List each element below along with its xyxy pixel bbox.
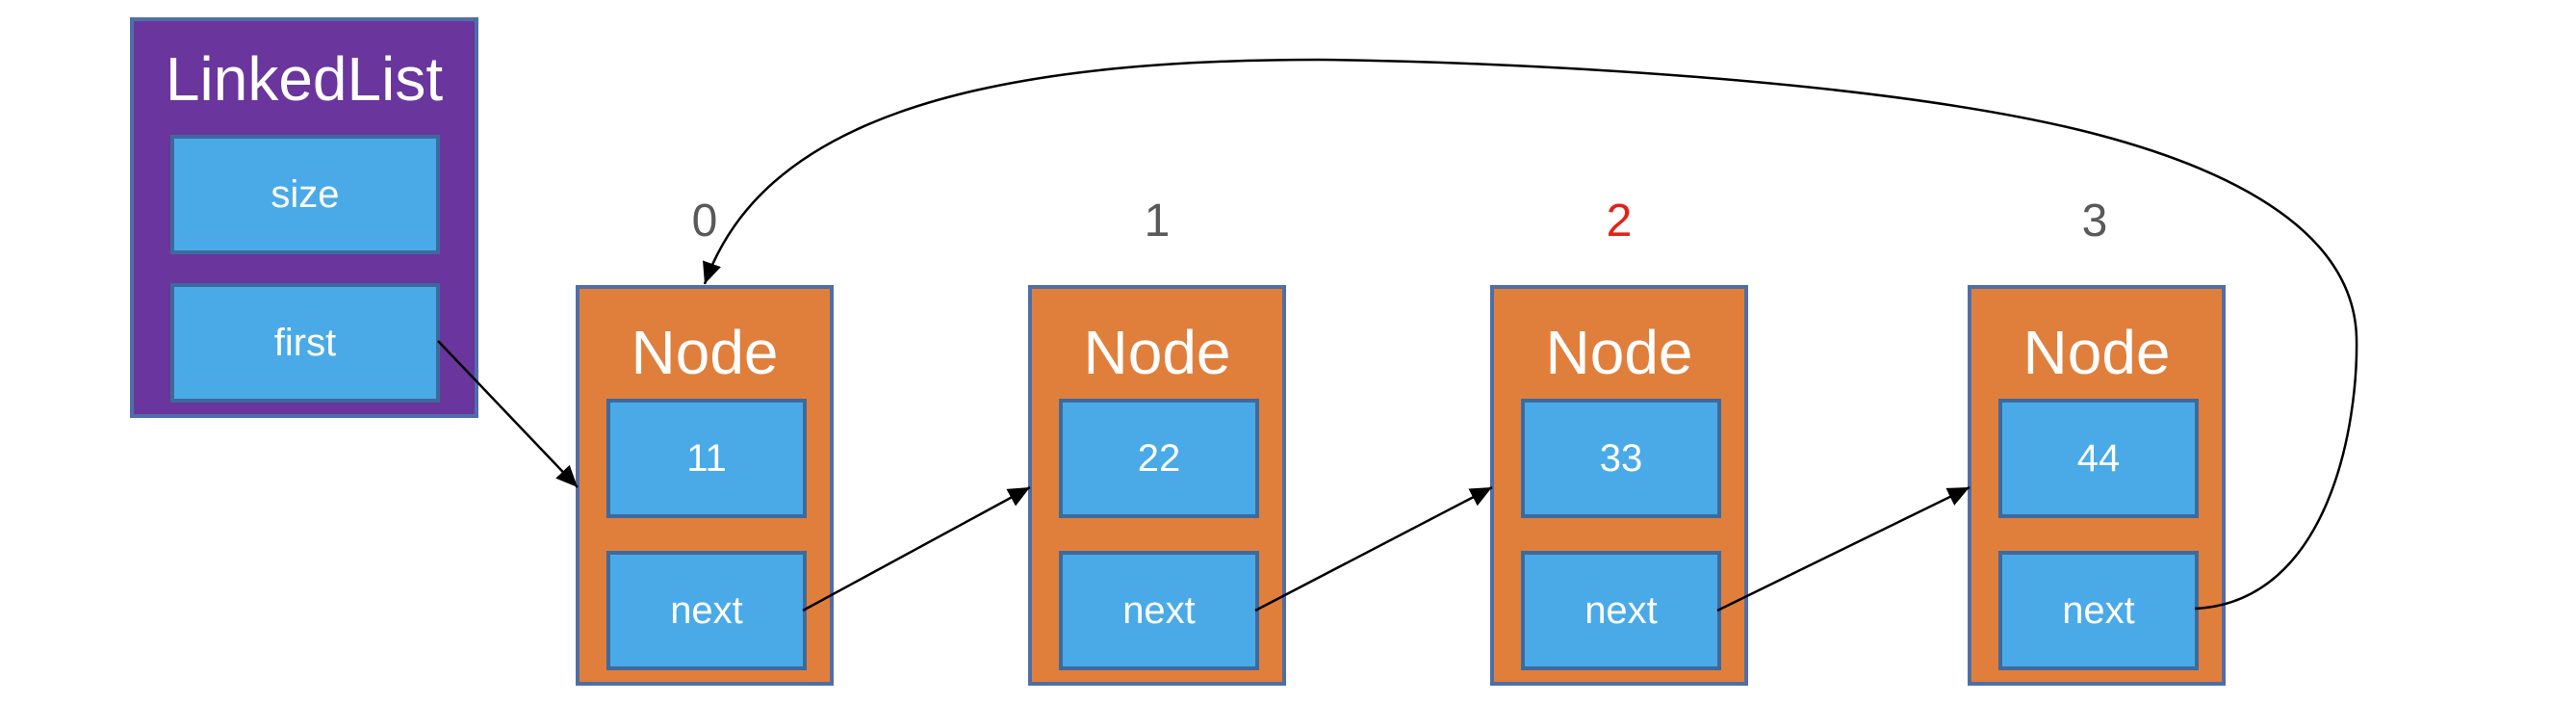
node-next: next <box>606 551 807 670</box>
node-3: Node 44 next <box>1968 285 2226 686</box>
arrow-node-0-to-node-1 <box>802 485 1031 612</box>
node-index-3: 3 <box>2081 195 2108 247</box>
node-value: 33 <box>1521 399 1721 518</box>
node-0: Node 11 next <box>576 285 834 686</box>
node-next: next <box>1998 551 2199 670</box>
node-title: Node <box>1083 318 1231 387</box>
node-title: Node <box>631 318 779 387</box>
linkedlist-box: LinkedList size first <box>130 17 478 418</box>
node-title: Node <box>1545 318 1693 387</box>
node-next: next <box>1521 551 1721 670</box>
node-next: next <box>1059 551 1259 670</box>
node-value: 44 <box>1998 399 2199 518</box>
node-index-1: 1 <box>1144 195 1171 247</box>
node-1: Node 22 next <box>1028 285 1286 686</box>
node-value: 22 <box>1059 399 1259 518</box>
node-2: Node 33 next <box>1490 285 1748 686</box>
linkedlist-title: LinkedList <box>165 44 444 114</box>
node-index-0: 0 <box>691 195 718 247</box>
node-index-2: 2 <box>1606 195 1633 247</box>
node-title: Node <box>2022 318 2171 387</box>
size-field: size <box>170 135 440 254</box>
arrow-node-2-to-node-3 <box>1716 485 1971 612</box>
first-field: first <box>170 283 440 403</box>
node-value: 11 <box>606 399 807 518</box>
arrow-node-1-to-node-2 <box>1254 485 1493 612</box>
